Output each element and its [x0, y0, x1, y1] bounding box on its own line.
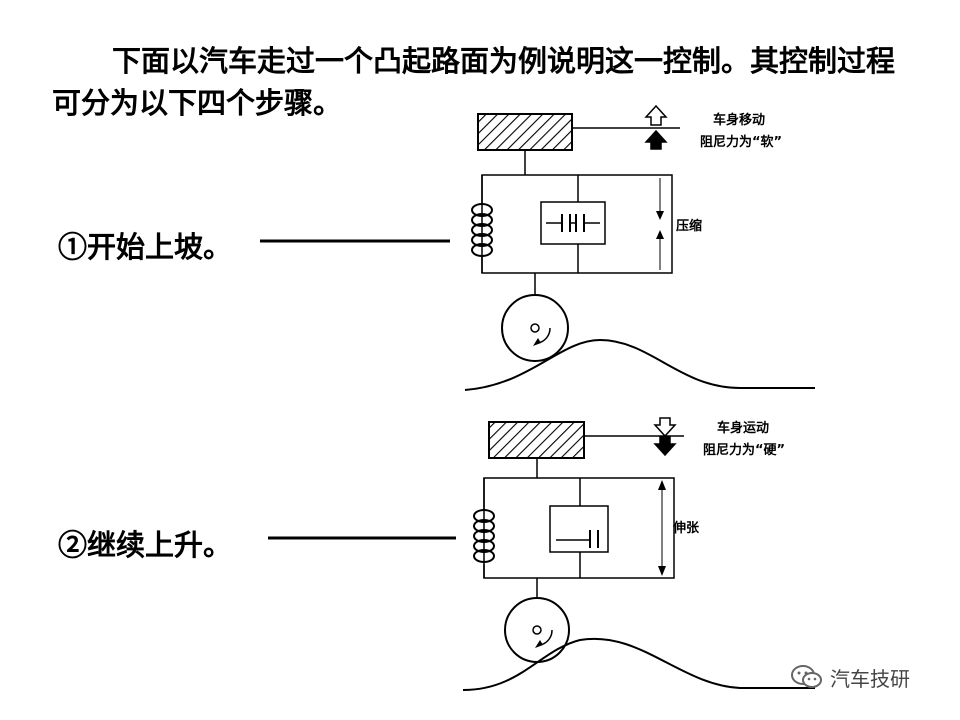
watermark: 汽车技研: [790, 664, 910, 691]
damping-label-2: 阻尼力为“硬”: [703, 442, 785, 458]
arrow-down-double-icon: [653, 417, 677, 457]
suspension-frame: [483, 477, 675, 579]
road-bump-2: [462, 637, 815, 691]
motion-label-2: 车身运动: [717, 420, 769, 436]
damper-icon: [549, 505, 609, 553]
car-body-mass: [477, 113, 573, 151]
stroke-label-2: 伸张: [672, 520, 700, 536]
car-body-mass: [488, 421, 585, 459]
spring-icon: [471, 175, 493, 273]
spring-icon: [473, 478, 495, 578]
step-2-label: ②继续上升。: [58, 528, 233, 562]
wheel-icon: [504, 597, 570, 663]
motion-label-1: 车身移动: [713, 112, 765, 128]
diagram-step-1: 车身移动 阻尼力为“软”: [260, 104, 815, 391]
step-1-label: ①开始上坡。: [58, 230, 233, 264]
extension-arrows-icon: [658, 480, 666, 576]
watermark-text: 汽车技研: [830, 666, 910, 691]
arrow-up-double-icon: [644, 104, 668, 150]
diagram-step-2: 车身运动 阻尼力为“硬” 伸张: [268, 417, 815, 691]
road-bump-1: [464, 338, 815, 391]
damping-label-1: 阻尼力为“软”: [700, 134, 782, 150]
wechat-icon: [791, 665, 822, 688]
damper-icon: [540, 201, 606, 245]
stroke-label-1: 压缩: [676, 218, 702, 234]
intro-paragraph: 下面以汽车走过一个凸起路面为例说明这一控制。其控制过程可分为以下四个步骤。: [52, 44, 896, 120]
compression-arrows-icon: [656, 178, 664, 270]
wheel-icon: [501, 294, 569, 362]
